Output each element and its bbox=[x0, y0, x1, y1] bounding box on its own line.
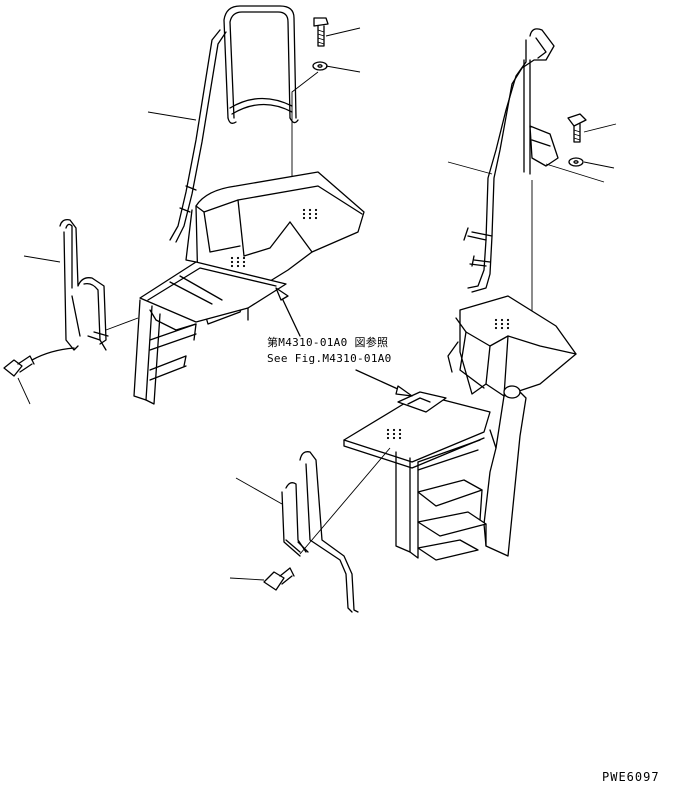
right-lower-handrail-leader bbox=[235, 477, 283, 505]
right-lower-link-line bbox=[299, 447, 391, 555]
right-step-assembly bbox=[229, 28, 617, 613]
right-tall-handrail bbox=[463, 28, 555, 293]
right-bolt-leader bbox=[229, 577, 265, 581]
reference-label-japanese: 第M4310-01A0 図参照 bbox=[267, 336, 389, 349]
right-lower-bolt bbox=[263, 567, 295, 591]
left-bolt-leader bbox=[17, 377, 31, 405]
left-upper-handrail bbox=[169, 5, 299, 243]
left-lower-bolt bbox=[3, 347, 75, 377]
drawing-code: PWE6097 bbox=[602, 770, 660, 784]
right-bracket bbox=[529, 125, 559, 167]
left-step-body bbox=[133, 171, 365, 405]
right-reference-arrow bbox=[355, 369, 413, 397]
left-side-handrail bbox=[59, 218, 109, 351]
left-leader-lines bbox=[291, 27, 361, 190]
left-side-link-line bbox=[105, 317, 139, 331]
reference-label-english: See Fig.M4310-01A0 bbox=[267, 352, 392, 365]
left-side-handrail-leader bbox=[23, 255, 61, 263]
left-handrail-leader bbox=[147, 111, 197, 121]
right-bolt bbox=[567, 113, 587, 143]
right-lower-handrail bbox=[281, 451, 359, 613]
left-upper-bolt bbox=[313, 17, 329, 47]
right-handrail-leader bbox=[447, 161, 493, 175]
left-step-assembly bbox=[3, 5, 365, 405]
right-step-body bbox=[343, 295, 577, 561]
left-upper-washer bbox=[312, 61, 328, 71]
right-washer bbox=[568, 157, 584, 167]
right-leader-lines bbox=[545, 123, 617, 183]
left-reference-arrow bbox=[275, 287, 301, 337]
